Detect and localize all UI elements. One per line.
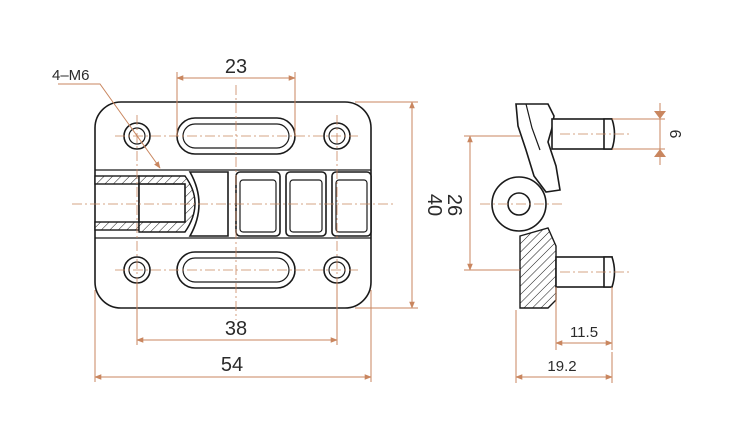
dim-23-label: 23 xyxy=(225,56,247,78)
hole-callout-label: 4–M6 xyxy=(52,67,90,84)
upper-leaf-edge xyxy=(525,103,541,151)
dim-11-5-label: 11.5 xyxy=(570,324,598,341)
dim-26-label: 26 xyxy=(443,194,465,216)
hole-callout-leader xyxy=(58,83,161,169)
pin-bore xyxy=(138,183,186,223)
pin-section-bottom-hatch xyxy=(94,221,140,231)
side-view: 26 6 11.5 19.2 xyxy=(443,103,683,383)
knuckle-segment-1 xyxy=(188,171,229,237)
knuckle-segment-2-inner xyxy=(239,179,277,233)
dim-6-arrow-top xyxy=(654,111,666,119)
dim-38-label: 38 xyxy=(225,318,247,340)
knuckle-segment-3-inner xyxy=(289,179,323,233)
pin-head-curve xyxy=(184,175,196,233)
dim-6-arrow-bottom xyxy=(654,149,666,157)
upper-leaf xyxy=(515,103,561,193)
dim-54-label: 54 xyxy=(221,354,243,376)
dim-19-2-label: 19.2 xyxy=(547,358,576,375)
knuckle-segment-4-inner xyxy=(335,179,368,233)
dim-6-label: 6 xyxy=(666,130,683,139)
pin-section-top-hatch xyxy=(94,175,140,185)
knuckle-segments xyxy=(188,171,372,237)
dim-40-label: 40 xyxy=(423,194,445,216)
front-view: 4–M6 23 38 54 40 xyxy=(52,56,445,382)
lower-leaf-section xyxy=(519,227,557,309)
